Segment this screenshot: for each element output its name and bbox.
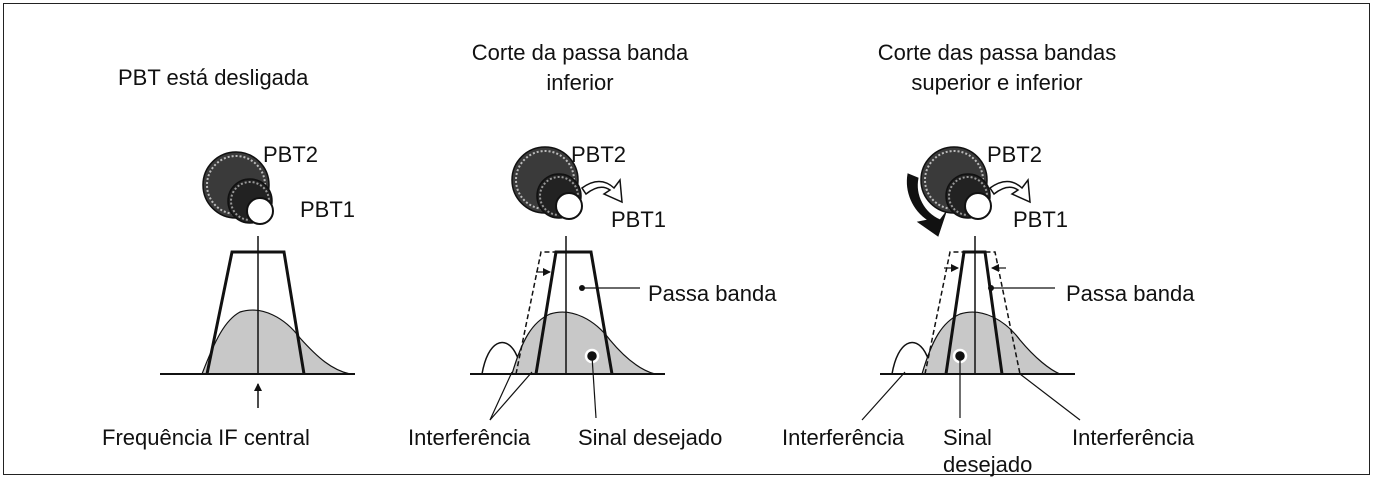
panel2-title-line2: inferior [546,70,614,95]
panel3-signal-diagram [861,236,1081,421]
panel2-desired-signal-label: Sinal desejado [578,425,723,450]
panel3-pbt2-label: PBT2 [987,142,1043,167]
panel3-passband-dot [988,285,994,291]
panel1-desired-signal-shape [201,309,351,375]
panel3-interference-right-label: Interferência [1072,425,1195,450]
panel3-outer-rotate-arrow-icon [906,173,947,237]
panel1-center-freq-label: Frequência IF central [102,425,310,450]
panel2-title-line1: Corte da passa banda [471,40,689,65]
panel2-desired-signal-shape [511,311,656,375]
panel2-interference-label: Interferência [408,425,531,450]
panel2-desired-leader [591,355,597,419]
panel2-passband-shape [534,250,614,375]
panel3-desired-signal-shape [921,311,1061,375]
figure-frame [3,3,1370,475]
panel3-knob-icon [920,146,992,220]
panel3-title-line2: superior e inferior [911,70,1083,95]
panel3-interference-right-leader [1019,373,1081,421]
panel3-pbt1-label: PBT1 [1013,207,1069,232]
panel2-passband-dot [579,285,585,291]
panel1-title: PBT está desligada [118,65,309,90]
panel1-knob-icon [202,151,274,225]
panel2-interference-leader-1 [489,371,513,421]
panel2-pbt2-label: PBT2 [571,142,627,167]
panel3-interference-left-label: Interferência [782,425,905,450]
panel3-interference-left-leader [861,371,906,421]
panel2-rotate-arrow-icon [580,177,623,204]
panel2-pbt1-label: PBT1 [611,207,667,232]
panel3-desired-signal-line1: Sinal [943,425,992,450]
panel1-pbt1-label: PBT1 [300,197,356,222]
panel2-signal-diagram [470,236,665,421]
panel1-pbt2-label: PBT2 [263,142,319,167]
panel1-signal-diagram [160,236,355,408]
panel3-desired-signal-line2: desejado [943,452,1033,477]
panel2-passband-label: Passa banda [648,281,777,306]
panel3-title-line1: Corte das passa bandas [877,40,1117,65]
panel3-passband-label: Passa banda [1066,281,1195,306]
panel2-knob-icon [511,146,583,220]
panel3-inner-rotate-arrow-icon [988,177,1031,204]
panel2-interference-leader-2 [489,371,533,421]
